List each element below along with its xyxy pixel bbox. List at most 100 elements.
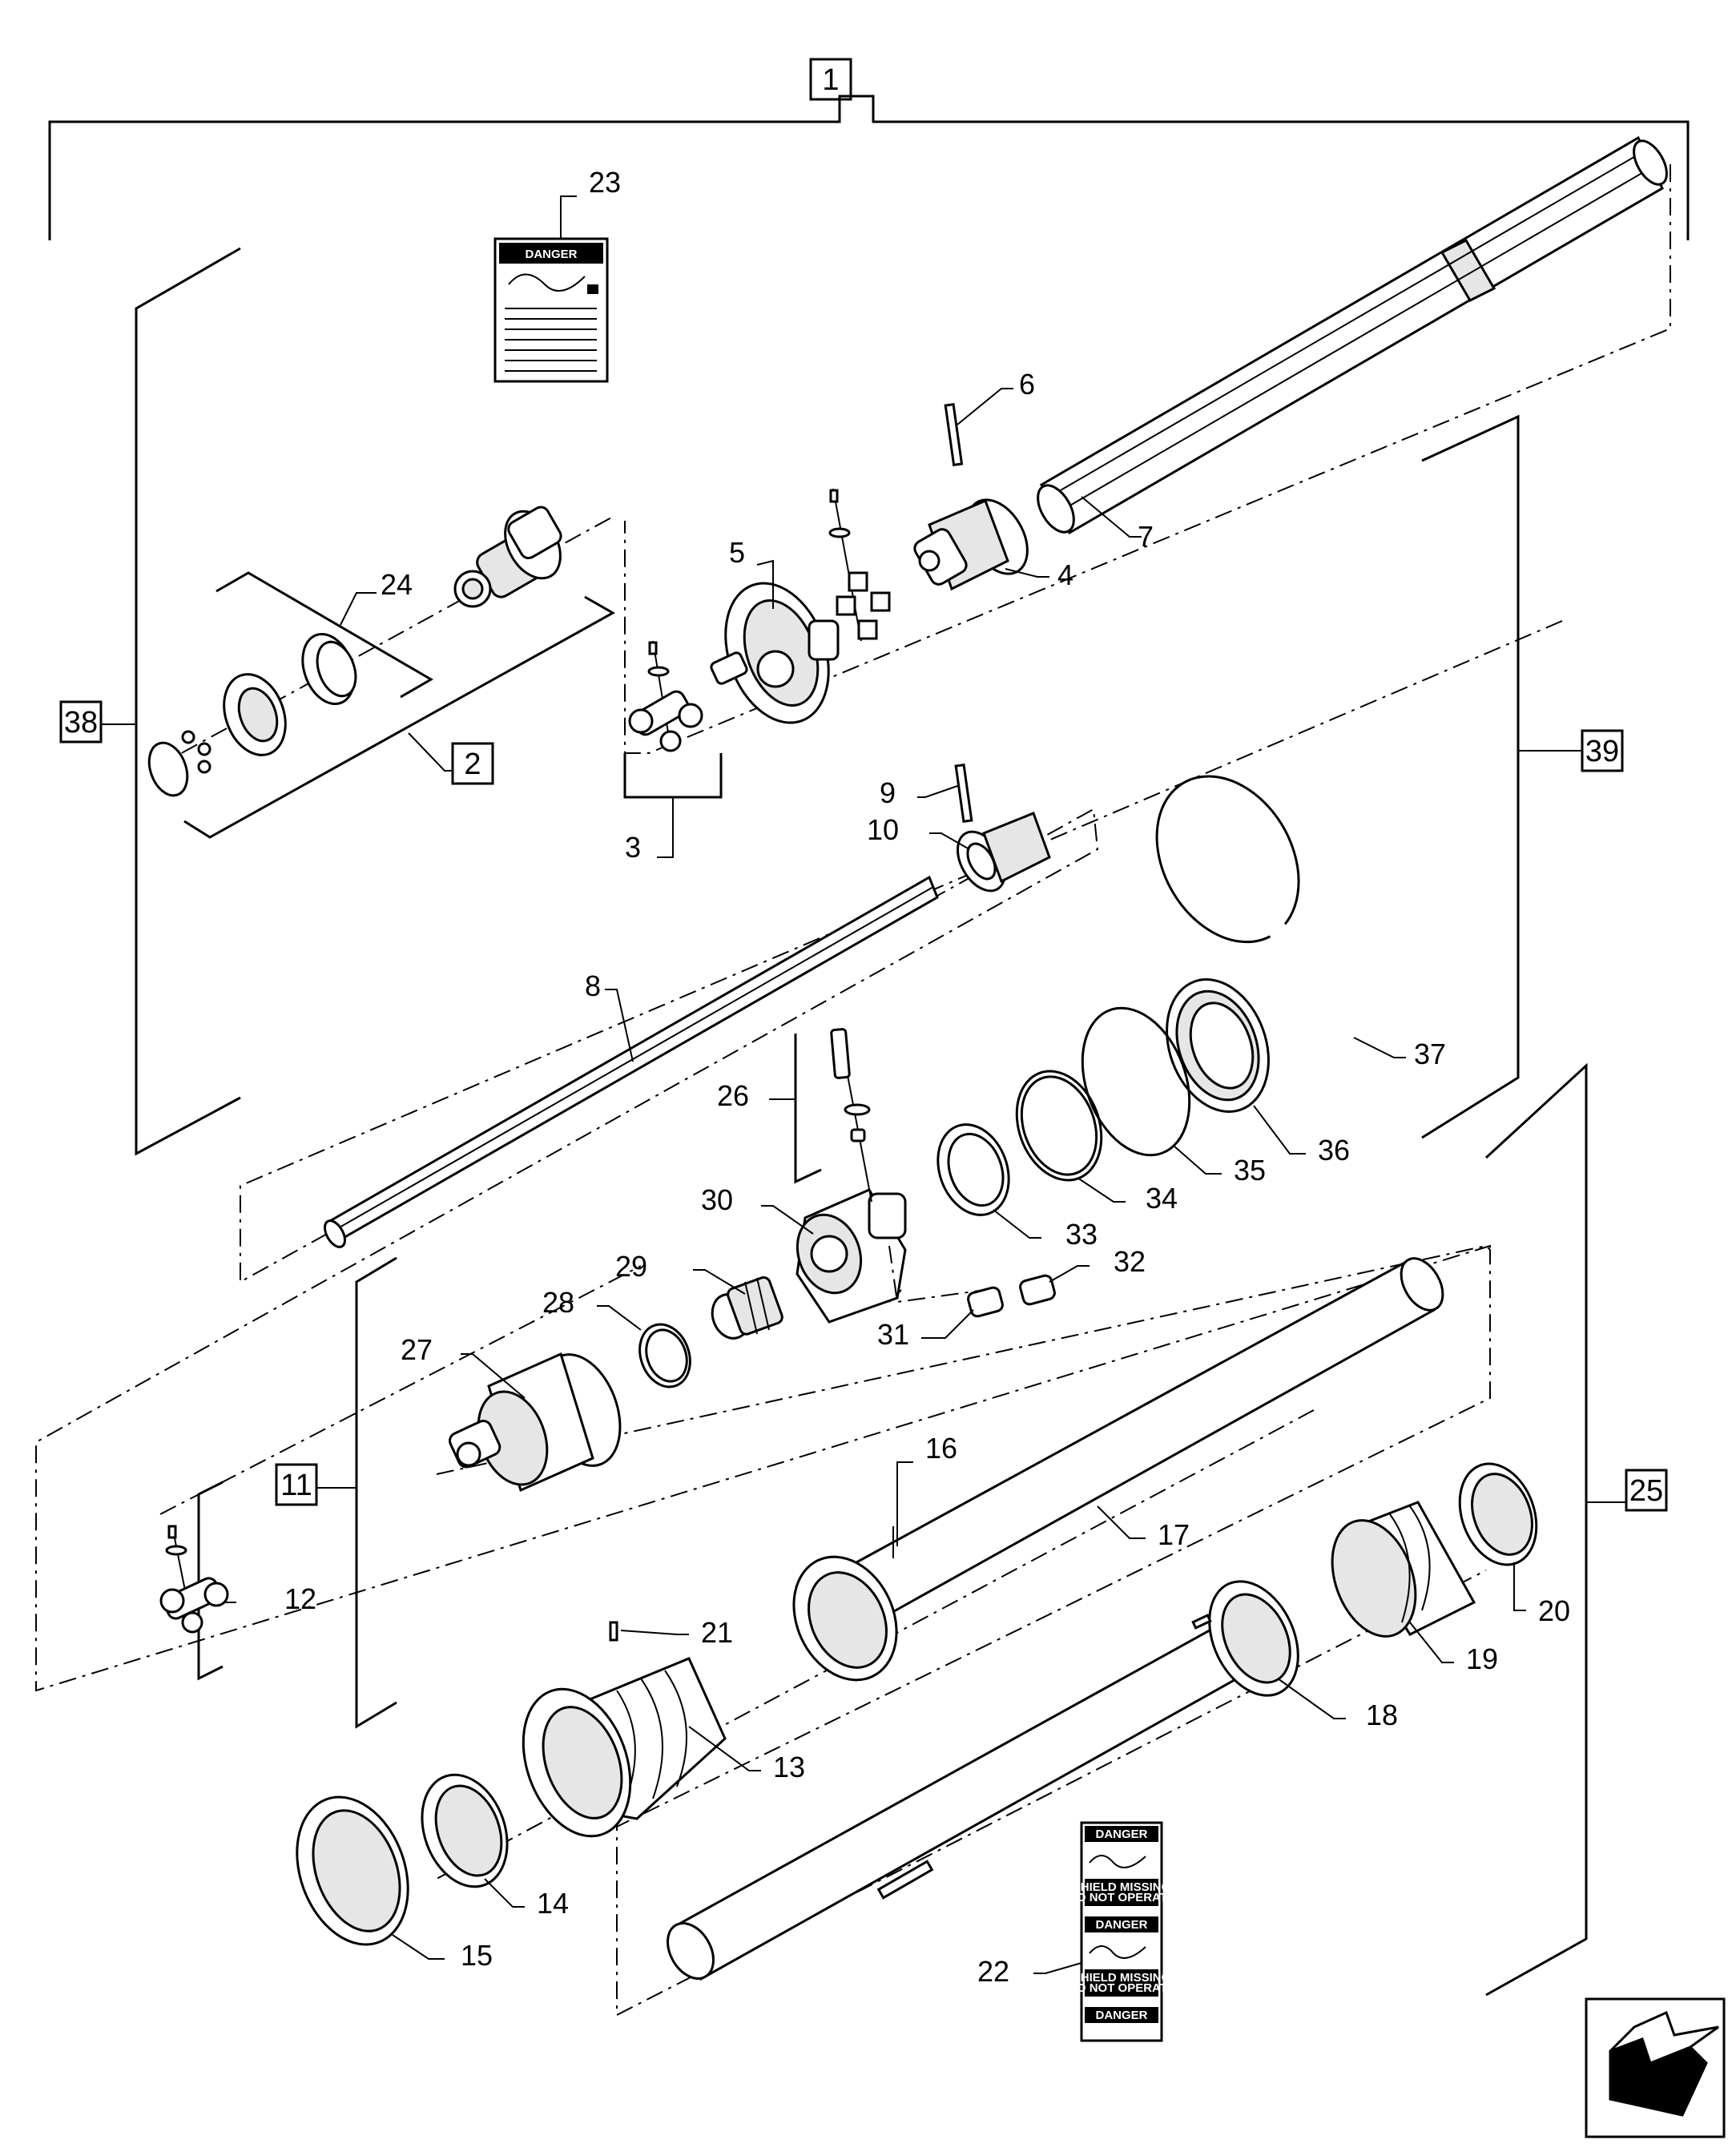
svg-text:DANGER: DANGER: [1095, 2009, 1147, 2022]
callout-23: 23: [589, 166, 621, 199]
assembly-bracket-1: [48, 95, 1690, 240]
callout-35: 35: [1234, 1154, 1266, 1187]
leader-31: [921, 1309, 974, 1339]
part-bellows-13: [522, 1657, 727, 1838]
leader-29: [693, 1269, 746, 1295]
assembly-bracket-25: [1484, 1062, 1626, 1997]
part-cross-3: [628, 640, 703, 752]
callout-box-38[interactable]: [59, 700, 103, 744]
leader-35: [1173, 1145, 1222, 1175]
part-yoke-10: [957, 812, 1051, 893]
leader-20: [1513, 1562, 1526, 1611]
leader-18: [1277, 1678, 1346, 1719]
callout-16: 16: [925, 1432, 957, 1465]
callout-box-25[interactable]: [1625, 1469, 1668, 1512]
svg-text:SHIELD MISSING: SHIELD MISSING: [1073, 1880, 1171, 1894]
svg-text:DANGER: DANGER: [1095, 1918, 1147, 1932]
callout-3: 3: [625, 831, 641, 864]
callout-38: 38: [64, 706, 98, 740]
assembly-bracket-11: [316, 1256, 397, 1729]
leader-10: [929, 832, 970, 850]
part-sleeve-32: [1019, 1274, 1056, 1306]
svg-text:DO NOT OPERATE: DO NOT OPERATE: [1068, 1891, 1175, 1904]
callout-33: 33: [1065, 1218, 1098, 1251]
leader-37: [1353, 1037, 1406, 1058]
callout-box-2[interactable]: [451, 742, 494, 785]
callout-11: 11: [280, 1469, 312, 1502]
part-shield-tube-22: [667, 1608, 1267, 1981]
part-shield-cone-17: [792, 1555, 898, 1682]
callout-22: 22: [977, 1955, 1009, 1988]
part-outer-tube-7: [1037, 135, 1668, 535]
leader-8: [605, 989, 634, 1062]
part-ring-28: [638, 1323, 691, 1388]
callout-box-39[interactable]: [1581, 729, 1624, 772]
leader-34: [1077, 1177, 1126, 1203]
callout-18: 18: [1366, 1699, 1398, 1731]
callout-34: 34: [1146, 1182, 1178, 1215]
callout-28: 28: [542, 1286, 574, 1319]
callout-24: 24: [381, 568, 413, 601]
callout-31: 31: [877, 1318, 909, 1351]
part-ring-34: [1015, 1070, 1103, 1182]
callout-30: 30: [701, 1183, 733, 1216]
leader-7: [1081, 496, 1142, 538]
leader-17: [1097, 1505, 1146, 1539]
callout-19: 19: [1466, 1642, 1498, 1675]
leader-16: [896, 1461, 913, 1546]
part-shield-end-18: [1191, 1580, 1299, 1697]
callout-29: 29: [615, 1250, 647, 1283]
part-bellows-19: [1331, 1501, 1476, 1638]
centerline-31-32: [888, 1245, 986, 1304]
callout-2: 2: [464, 748, 481, 781]
arrow-previous-icon[interactable]: [1585, 1997, 1726, 2138]
svg-text:SHIELD MISSING: SHIELD MISSING: [1073, 1971, 1171, 1985]
part-bearing-ring-20: [1458, 1462, 1538, 1566]
callout-13: 13: [773, 1751, 805, 1783]
callout-box-1[interactable]: [809, 58, 852, 101]
part-sleeve-31: [967, 1286, 1004, 1318]
part-spring-29: [711, 1276, 783, 1340]
callout-20: 20: [1538, 1594, 1570, 1627]
callout-7: 7: [1138, 520, 1154, 553]
callout-21: 21: [701, 1616, 733, 1649]
part-cross-12: [159, 1525, 229, 1634]
leader-19: [1409, 1622, 1454, 1663]
leader-9: [917, 784, 961, 798]
leader-32: [1049, 1265, 1090, 1283]
part-cv-housing-30: [795, 1041, 907, 1324]
leader-5: [756, 559, 774, 609]
assembly-bracket-38: [101, 247, 241, 1156]
assembly-bracket-26: [769, 1034, 822, 1184]
leader-15: [392, 1934, 445, 1960]
centerlines: [35, 164, 1671, 2017]
svg-text:DANGER: DANGER: [525, 248, 577, 261]
svg-text:DO NOT OPERATE: DO NOT OPERATE: [1068, 1981, 1175, 1995]
leader-27: [461, 1353, 526, 1399]
part-flange-5: [710, 582, 840, 724]
part-seal-2: [147, 673, 287, 797]
part-cross-kit-exploded: [828, 488, 891, 642]
callout-6: 6: [1019, 368, 1035, 401]
assembly-bracket-2: [183, 595, 616, 839]
part-bearing-ring-14: [421, 1773, 509, 1888]
callout-box-11[interactable]: [275, 1463, 318, 1506]
part-bearing-ring-15: [296, 1795, 409, 1946]
callout-5: 5: [729, 536, 745, 569]
callout-36: 36: [1318, 1134, 1350, 1167]
leader-23: [560, 195, 577, 239]
assembly-bracket-24: [215, 571, 433, 699]
callout-37: 37: [1414, 1038, 1446, 1070]
part-ring-24: [301, 632, 357, 706]
callout-9: 9: [880, 776, 896, 809]
part-screw-21: [609, 1621, 618, 1642]
callout-8: 8: [585, 969, 601, 1002]
assembly-bracket-39: [1421, 414, 1582, 1139]
svg-text:DANGER: DANGER: [1095, 1828, 1147, 1841]
callout-1: 1: [822, 63, 839, 97]
part-yoke-2: [453, 506, 562, 608]
part-danger-decal-22: DANGER SHIELD MISSING DO NOT OPERATE DAN…: [1068, 1821, 1175, 2042]
assembly-bracket-3: [623, 753, 723, 858]
callout-14: 14: [537, 1887, 569, 1920]
